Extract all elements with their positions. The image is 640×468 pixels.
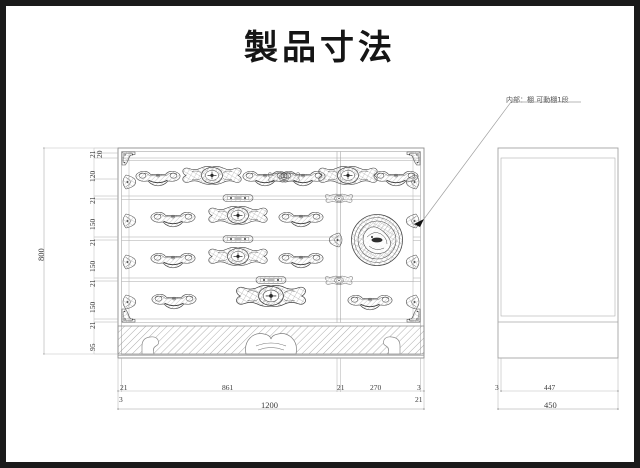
side-elevation-group xyxy=(497,147,619,359)
horizontal-dimensions xyxy=(117,358,425,410)
dim-v-top-extra: 20 xyxy=(95,150,104,159)
dim-overall-height: 800 xyxy=(36,248,46,261)
dim-side-depth: 450 xyxy=(544,400,557,410)
dim-h-1: 21 xyxy=(120,383,128,392)
cabinet-door[interactable] xyxy=(340,199,414,282)
front-elevation-group xyxy=(117,147,425,359)
dim-side-edge: 3 xyxy=(495,383,499,392)
interior-annotation-label: 内部：棚 可動棚1段 xyxy=(506,96,569,104)
dim-v-3: 21 xyxy=(88,196,97,205)
side-dimensions xyxy=(497,358,619,410)
dim-h-5: 3 xyxy=(417,383,421,392)
dim-v-7: 21 xyxy=(88,279,97,288)
dim-h-3: 21 xyxy=(337,383,345,392)
carcass-inner-line xyxy=(121,151,421,355)
dim-side-inner: 447 xyxy=(544,383,556,392)
dim-h-4: 270 xyxy=(370,383,382,392)
dim-v-6: 150 xyxy=(88,260,97,272)
dim-overall-width: 1200 xyxy=(261,400,278,410)
dim-v-8: 150 xyxy=(88,301,97,313)
vertical-dimensions xyxy=(43,147,118,355)
dim-h-low-2: 21 xyxy=(415,395,423,404)
drawing-sheet: 製品寸法 内部：棚 可動棚1段 xyxy=(6,6,634,462)
dim-h-2: 861 xyxy=(222,383,234,392)
dim-v-2: 120 xyxy=(88,170,97,182)
dim-v-10: 95 xyxy=(88,343,97,352)
dim-v-5: 21 xyxy=(88,238,97,247)
page-title: 製品寸法 xyxy=(244,28,396,68)
plinth-base xyxy=(117,325,425,356)
dim-h-low-1: 3 xyxy=(119,395,123,404)
annotation-leader xyxy=(414,101,581,227)
dim-v-9: 21 xyxy=(88,321,97,330)
door-medallion-icon xyxy=(351,214,403,266)
dim-v-4: 150 xyxy=(88,218,97,230)
technical-drawing xyxy=(43,101,619,410)
